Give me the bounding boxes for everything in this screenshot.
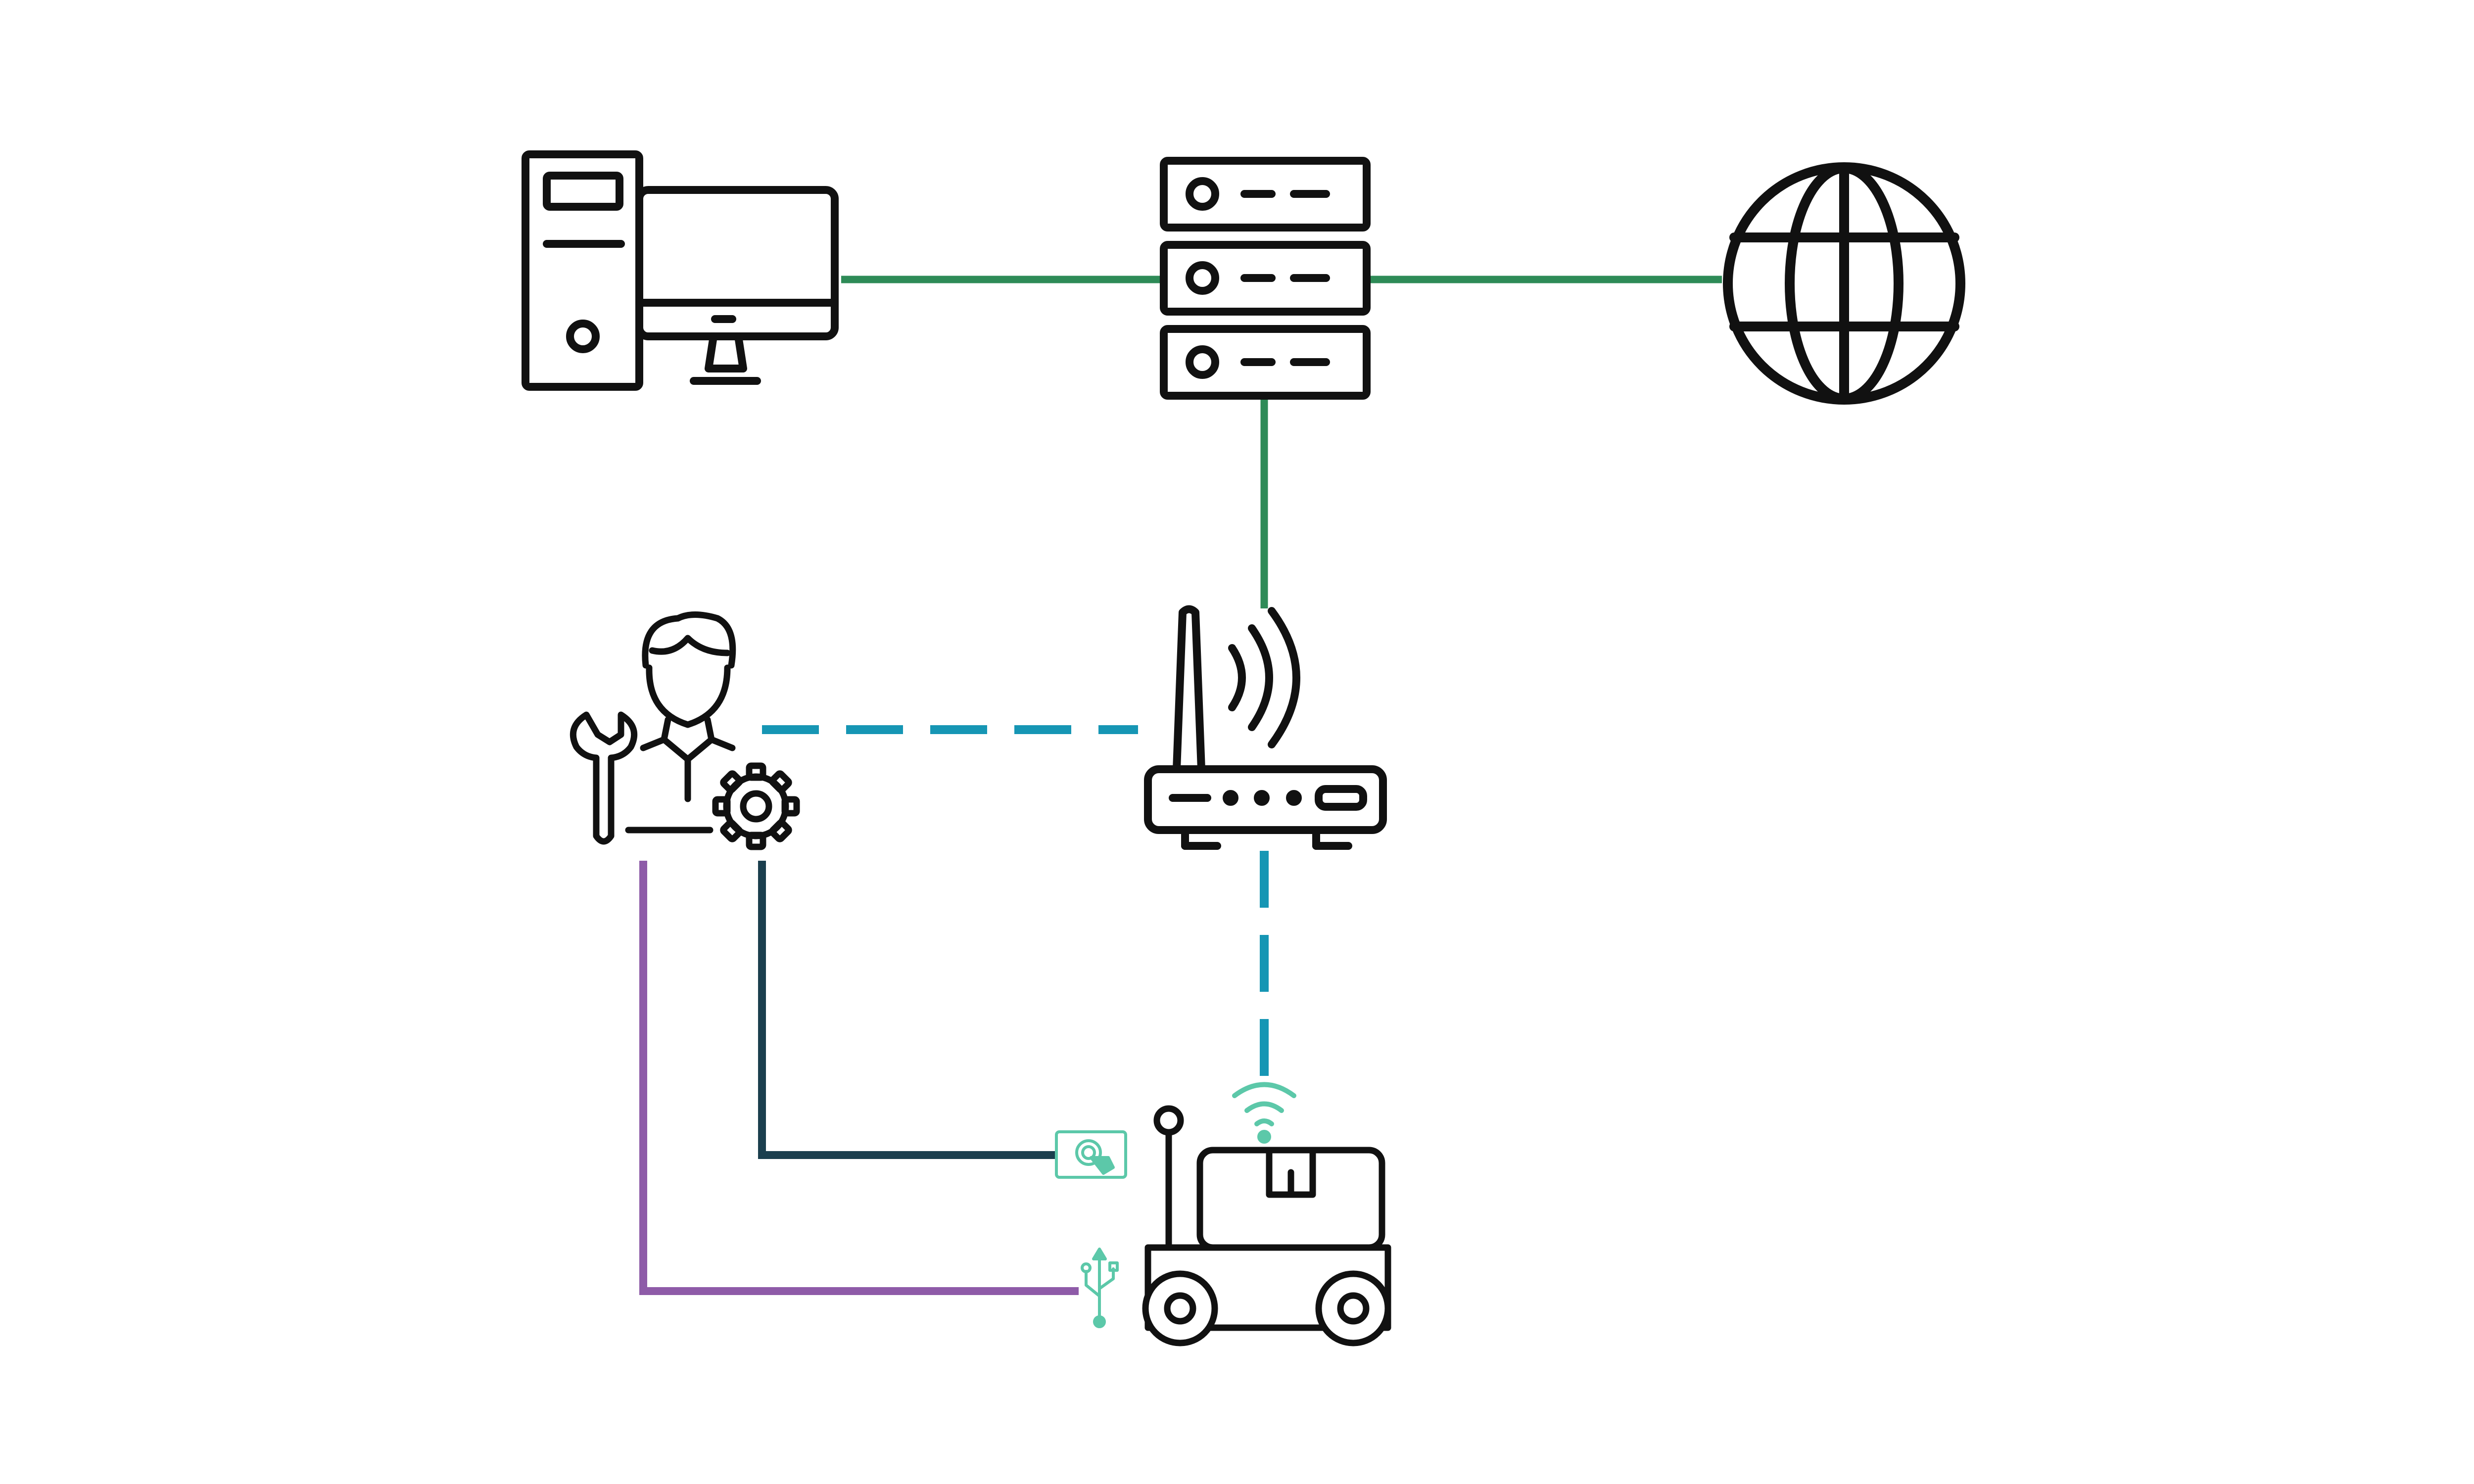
touch-panel-icon [1055, 1130, 1127, 1179]
link-technician-usb [639, 861, 1079, 1295]
technician-icon [570, 611, 800, 850]
globe-icon [1723, 162, 1965, 405]
connection-lines [639, 276, 1722, 1295]
desktop-computer-icon [522, 150, 839, 391]
delivery-robot-icon [1142, 1105, 1391, 1346]
server-rack-icon [1160, 157, 1371, 400]
robot-wifi-signal-icon [1232, 1082, 1296, 1144]
usb-icon [1081, 1248, 1119, 1328]
wifi-router-icon [1144, 605, 1387, 850]
link-technician-touch-panel [758, 861, 1056, 1159]
